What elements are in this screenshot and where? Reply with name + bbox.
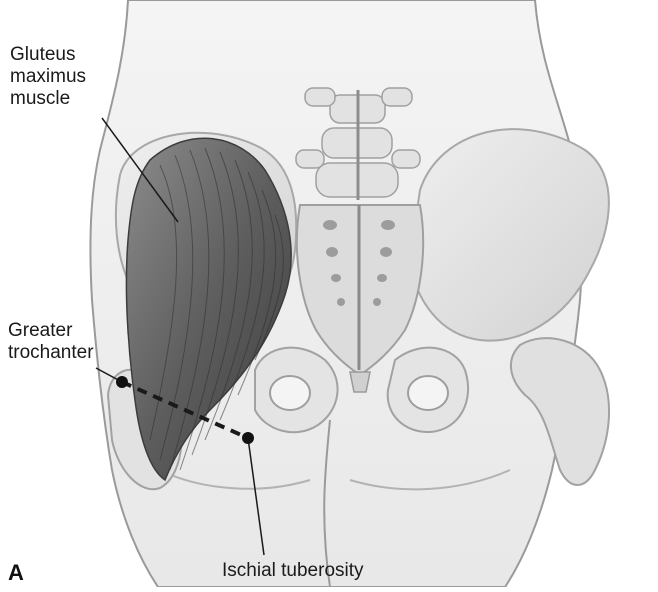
ischial-tuberosity-marker	[242, 432, 254, 444]
gluteus-label-line2: maximus	[10, 66, 86, 88]
trochanter-label-line1: Greater	[8, 320, 94, 342]
gluteus-label-line3: muscle	[10, 88, 86, 110]
gluteus-label: Gluteus maximus muscle	[10, 44, 86, 110]
right-obturator-foramen	[408, 376, 448, 410]
greater-trochanter-marker	[116, 376, 128, 388]
trochanter-label-line2: trochanter	[8, 342, 94, 364]
coccyx	[350, 372, 370, 392]
ischial-label: Ischial tuberosity	[222, 560, 364, 582]
left-obturator-foramen	[270, 376, 310, 410]
gluteus-label-line1: Gluteus	[10, 44, 86, 66]
panel-letter: A	[8, 560, 24, 586]
trochanter-label: Greater trochanter	[8, 320, 94, 364]
